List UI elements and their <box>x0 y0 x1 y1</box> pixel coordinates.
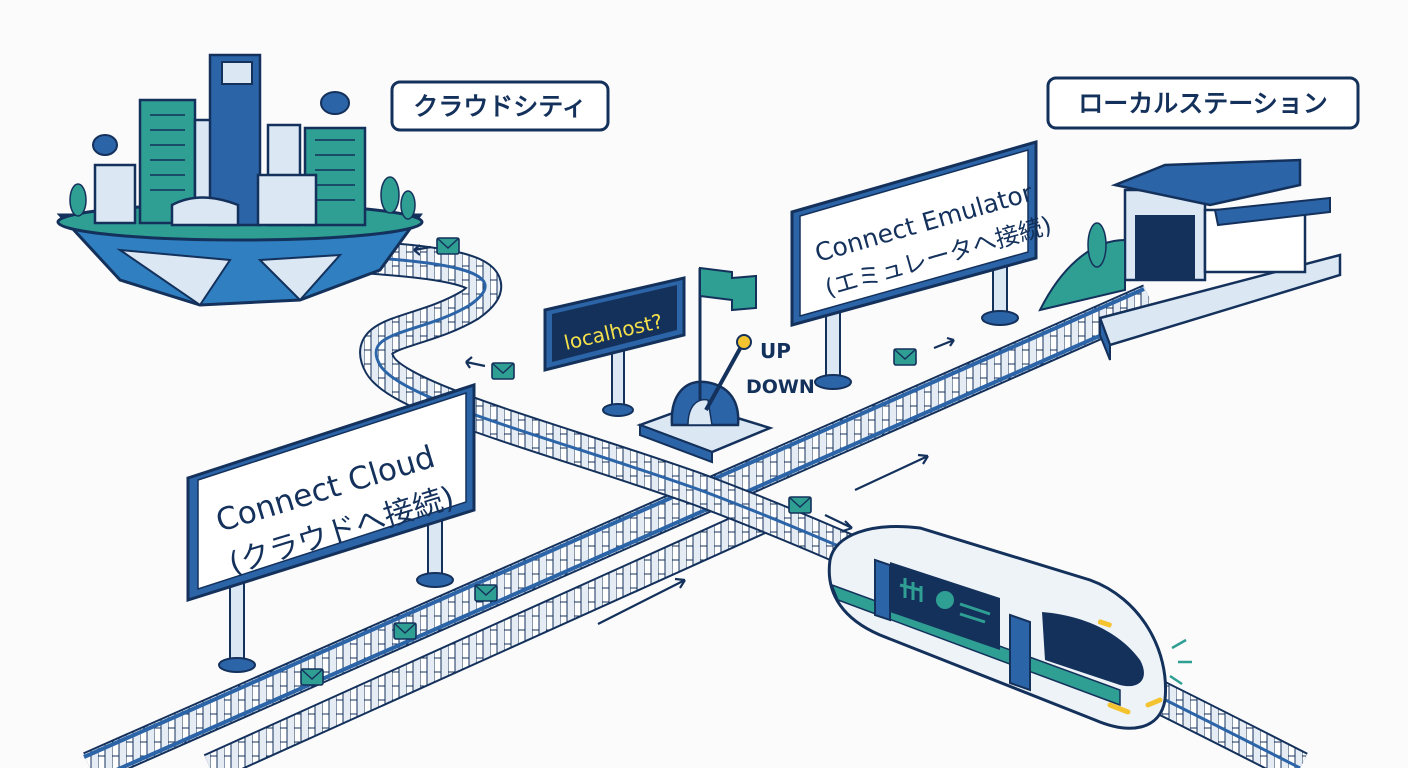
local-station-icon <box>1038 158 1342 361</box>
train-icon <box>827 525 1192 730</box>
cloud-city-label: クラウドシティ <box>390 80 610 132</box>
lever-down-label: DOWN <box>746 376 815 398</box>
lever-icon <box>636 334 774 464</box>
svg-text:ローカルステーション: ローカルステーション <box>1078 89 1328 118</box>
track-main <box>83 284 1157 768</box>
track-main-second <box>203 506 767 768</box>
cloud-city-icon <box>56 53 424 307</box>
svg-text:クラウドシティ: クラウドシティ <box>413 92 587 121</box>
flag-icon <box>698 266 757 400</box>
arrow-icon <box>413 244 955 625</box>
local-station-label: ローカルステーション <box>1046 76 1360 130</box>
lever-up-label: UP <box>760 339 791 363</box>
satellite-dish-icon <box>92 91 350 156</box>
sign-localhost: localhost? <box>543 276 686 417</box>
